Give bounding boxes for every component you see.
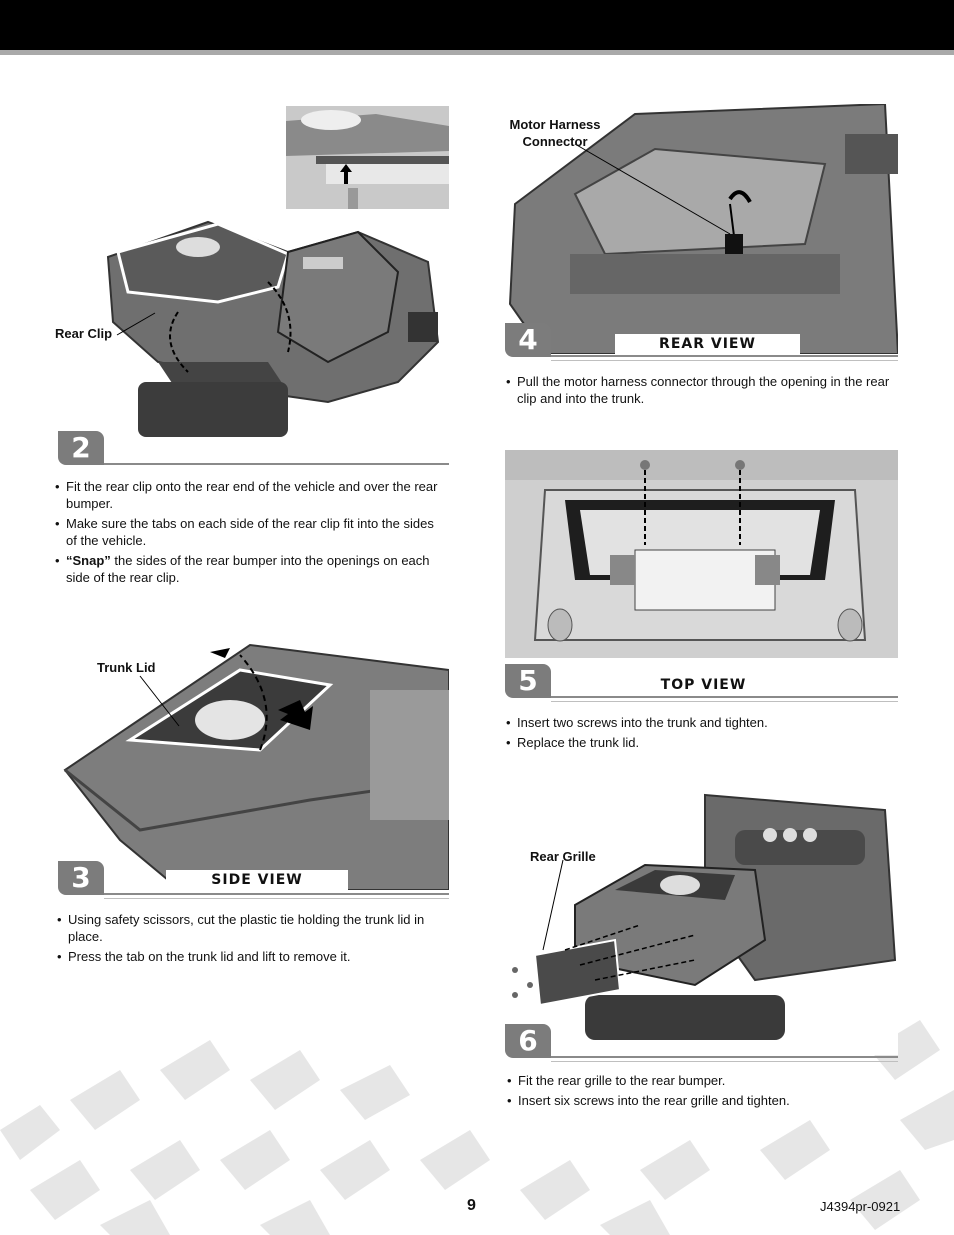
step-3-illustration (60, 640, 449, 890)
step-3-header: 3 SIDE VIEW (58, 861, 449, 899)
step-4-callout-motor-harness: Motor Harness Connector (509, 117, 601, 149)
step-4-instructions: Pull the motor harness connector through… (506, 373, 896, 410)
step-3-instructions: Using safety scissors, cut the plastic t… (57, 911, 427, 968)
step-4-illustration (505, 104, 898, 354)
step-5-number: 5 (505, 664, 551, 698)
header-rule (0, 50, 954, 55)
step-6-bullet-1: Fit the rear grille to the rear bumper. (507, 1072, 897, 1089)
step-2-instructions: Fit the rear clip onto the rear end of t… (55, 478, 445, 589)
step-2-callout-leader (116, 312, 156, 336)
step-6-header: 6 (505, 1024, 898, 1062)
step-2-inset-illustration (286, 106, 449, 209)
step-3-bullet-1: Using safety scissors, cut the plastic t… (57, 911, 427, 945)
step-6-bullet-2: Insert six screws into the rear grille a… (507, 1092, 897, 1109)
step-4-bullet-1: Pull the motor harness connector through… (506, 373, 896, 407)
step-5-header: 5 TOP VIEW (505, 664, 898, 702)
step-4-number: 4 (505, 323, 551, 357)
header-bar (0, 0, 954, 50)
step-5-illustration (505, 450, 898, 658)
step-6-number: 6 (505, 1024, 551, 1058)
step-4-header: 4 REAR VIEW (505, 323, 898, 361)
step-3-view-label: SIDE VIEW (166, 870, 348, 890)
step-6-instructions: Fit the rear grille to the rear bumper. … (507, 1072, 897, 1112)
step-5-bullet-2: Replace the trunk lid. (506, 734, 896, 751)
step-2-bullet-3: “Snap” the sides of the rear bumper into… (55, 552, 445, 586)
step-6-illustration (505, 790, 898, 1055)
step-3-bullet-2: Press the tab on the trunk lid and lift … (57, 948, 427, 965)
step-5-view-label: TOP VIEW (611, 675, 796, 695)
step-3-number: 3 (58, 861, 104, 895)
step-3-callout-trunk-lid: Trunk Lid (97, 660, 156, 675)
document-code: J4394pr-0921 (820, 1199, 901, 1214)
step-2-bullet-2: Make sure the tabs on each side of the r… (55, 515, 445, 549)
step-2-illustration (98, 212, 449, 457)
step-4-view-label: REAR VIEW (615, 334, 800, 354)
step-6-callout-rear-grille: Rear Grille (530, 849, 596, 864)
step-3-callout-leader (139, 675, 180, 727)
page-number: 9 (467, 1197, 476, 1214)
step-2-header: 2 (58, 431, 449, 465)
step-5-instructions: Insert two screws into the trunk and tig… (506, 714, 896, 754)
tire-tread-background (0, 1020, 954, 1235)
step-5-bullet-1: Insert two screws into the trunk and tig… (506, 714, 896, 731)
step-2-bullet-3-lead: “Snap” (66, 553, 111, 568)
step-2-bullet-1: Fit the rear clip onto the rear end of t… (55, 478, 445, 512)
step-2-callout-rear-clip: Rear Clip (55, 326, 113, 341)
step-2-number: 2 (58, 431, 104, 465)
